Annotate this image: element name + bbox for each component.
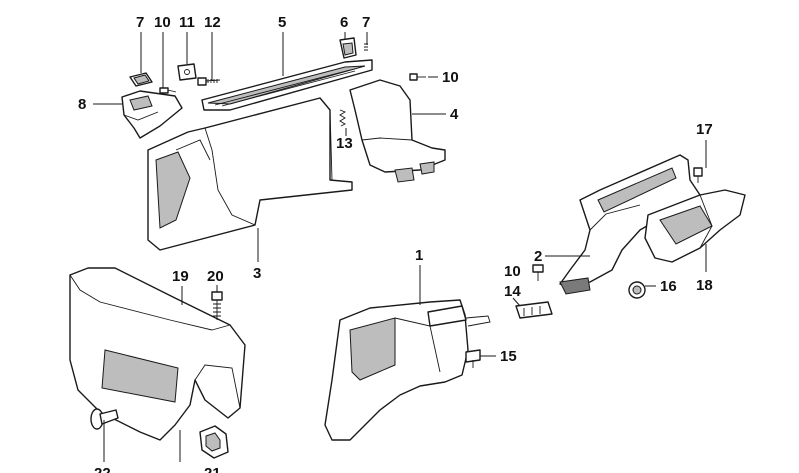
- callout-14: 14: [504, 283, 521, 300]
- callout-3: 3: [253, 265, 261, 282]
- part-13-spring: [339, 109, 347, 127]
- part-8-cover-cap: [121, 90, 183, 139]
- callout-8: 8: [78, 96, 86, 113]
- part-12-screw: [197, 77, 221, 86]
- callout-12: 12: [204, 14, 221, 31]
- part-5-trim-strip: [201, 59, 373, 111]
- callout-20: 20: [207, 268, 224, 285]
- callout-9: 7: [136, 14, 144, 31]
- callout-17: 17: [696, 121, 713, 138]
- part-2-frame: [559, 154, 701, 295]
- callout-4: 4: [450, 106, 459, 123]
- callout-10-top: 10: [154, 14, 171, 31]
- callout-16: 16: [660, 278, 677, 295]
- callout-6: 6: [340, 14, 348, 31]
- part-22-push-rivet: [90, 408, 119, 430]
- callout-10-right: 10: [442, 69, 459, 86]
- part-10-screw-top: [159, 87, 177, 94]
- callout-10-lower: 10: [504, 263, 521, 280]
- part-19-lower-panel: [69, 267, 246, 441]
- callout-21: 21: [204, 465, 221, 473]
- callout-11: 11: [179, 14, 195, 31]
- callout-labels: 7 10 11 12 5 6 7 8 10 4 13 3 1 19 20 2 1…: [78, 14, 713, 473]
- callout-1: 1: [415, 247, 423, 264]
- part-14-clip: [515, 301, 553, 319]
- leader-lines: [93, 32, 707, 462]
- part-6-bracket: [339, 37, 357, 59]
- callout-22: 22: [94, 465, 111, 473]
- callout-13: 13: [336, 135, 353, 152]
- part-16-nut: [628, 281, 646, 299]
- callout-2: 2: [534, 248, 542, 265]
- part-17-screw: [693, 167, 703, 183]
- callout-15: 15: [500, 348, 517, 365]
- callout-19: 19: [172, 268, 189, 285]
- part-21-grommet: [199, 425, 229, 459]
- part-20-screw: [211, 291, 223, 320]
- callout-7: 7: [362, 14, 370, 31]
- part-10-screw-right: [409, 73, 426, 81]
- part-3-trim-panel: [147, 97, 353, 251]
- part-4-side-cover: [349, 79, 446, 183]
- part-10-screw-lower: [532, 264, 544, 281]
- part-15-rivet: [465, 349, 481, 368]
- part-11-clip-nut: [177, 63, 197, 81]
- part-9-clip: [129, 72, 153, 87]
- part-18-lid: [644, 189, 746, 263]
- callout-5: 5: [278, 14, 286, 31]
- callout-18: 18: [696, 277, 713, 294]
- part-1-center-panel: [324, 299, 491, 441]
